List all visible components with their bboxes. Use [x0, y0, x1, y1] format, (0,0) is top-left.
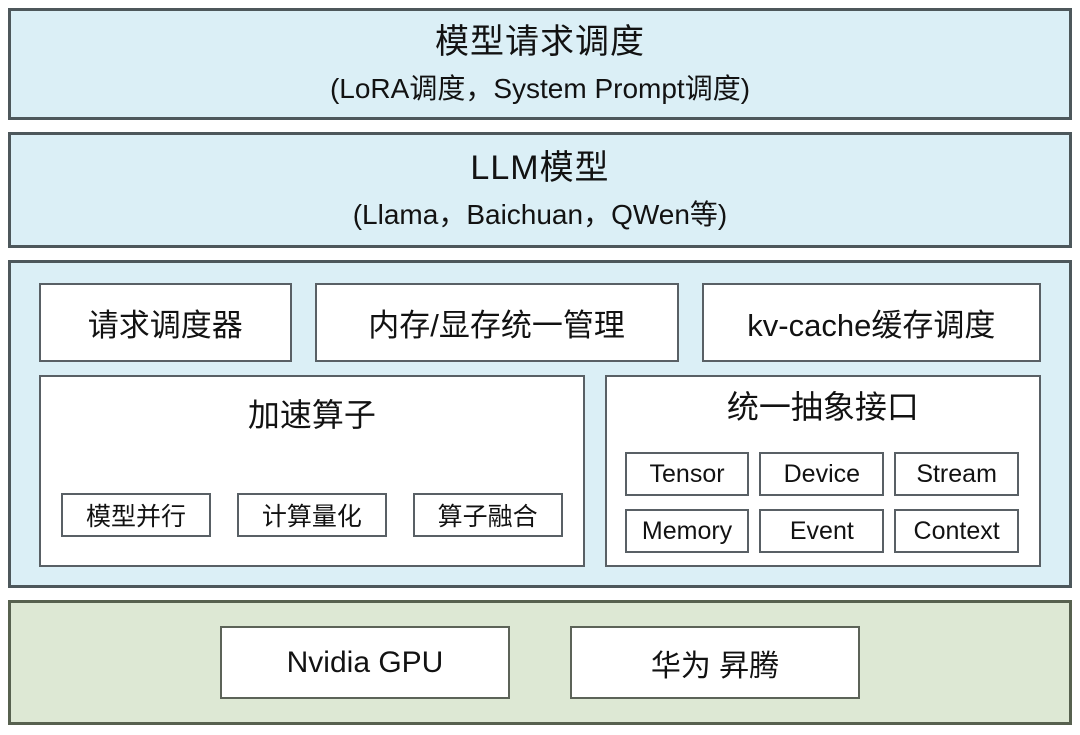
panel-unified-abstract-interface: 统一抽象接口 Tensor Device Stream Memory Event…: [604, 375, 1041, 567]
box-stream: Stream: [894, 452, 1019, 496]
accelerated-operators-items: 模型并行 计算量化 算子融合: [41, 493, 583, 565]
runtime-top-row: 请求调度器 内存/显存统一管理 kv-cache缓存调度: [39, 283, 1041, 362]
box-tensor: Tensor: [624, 452, 750, 496]
panel-accelerated-operators: 加速算子 模型并行 计算量化 算子融合: [39, 375, 585, 567]
layer-subtitle: (LoRA调度，System Prompt调度): [329, 73, 751, 104]
box-context: Context: [894, 509, 1019, 553]
box-kv-cache-scheduling: kv-cache缓存调度: [701, 283, 1041, 362]
box-huawei-ascend: 华为 昇腾: [570, 626, 860, 699]
layer-model-request-scheduling: 模型请求调度 (LoRA调度，System Prompt调度): [8, 8, 1072, 120]
box-model-parallelism: 模型并行: [61, 493, 211, 537]
box-operator-fusion: 算子融合: [412, 493, 563, 537]
box-unified-memory-management: 内存/显存统一管理: [314, 283, 679, 362]
layer-title: LLM模型: [470, 149, 610, 187]
layer-title: 模型请求调度: [435, 23, 645, 61]
layer-subtitle: (Llama，Baichuan，QWen等): [352, 199, 728, 230]
box-nvidia-gpu: Nvidia GPU: [220, 626, 510, 699]
box-request-scheduler: 请求调度器: [39, 283, 292, 362]
layer-hardware: Nvidia GPU 华为 昇腾: [8, 600, 1072, 725]
panel-title: 统一抽象接口: [726, 389, 919, 425]
box-compute-quantization: 计算量化: [236, 493, 387, 537]
abstract-interface-items: Tensor Device Stream Memory Event Contex…: [607, 452, 1039, 565]
layer-runtime: 请求调度器 内存/显存统一管理 kv-cache缓存调度 加速算子 模型并行 计…: [8, 260, 1072, 588]
layer-llm-models: LLM模型 (Llama，Baichuan，QWen等): [8, 132, 1072, 248]
box-memory: Memory: [624, 509, 750, 553]
panel-title: 加速算子: [247, 397, 376, 433]
runtime-bottom-row: 加速算子 模型并行 计算量化 算子融合 统一抽象接口 Tensor Device…: [39, 375, 1041, 567]
box-event: Event: [759, 509, 885, 553]
box-device: Device: [759, 452, 885, 496]
